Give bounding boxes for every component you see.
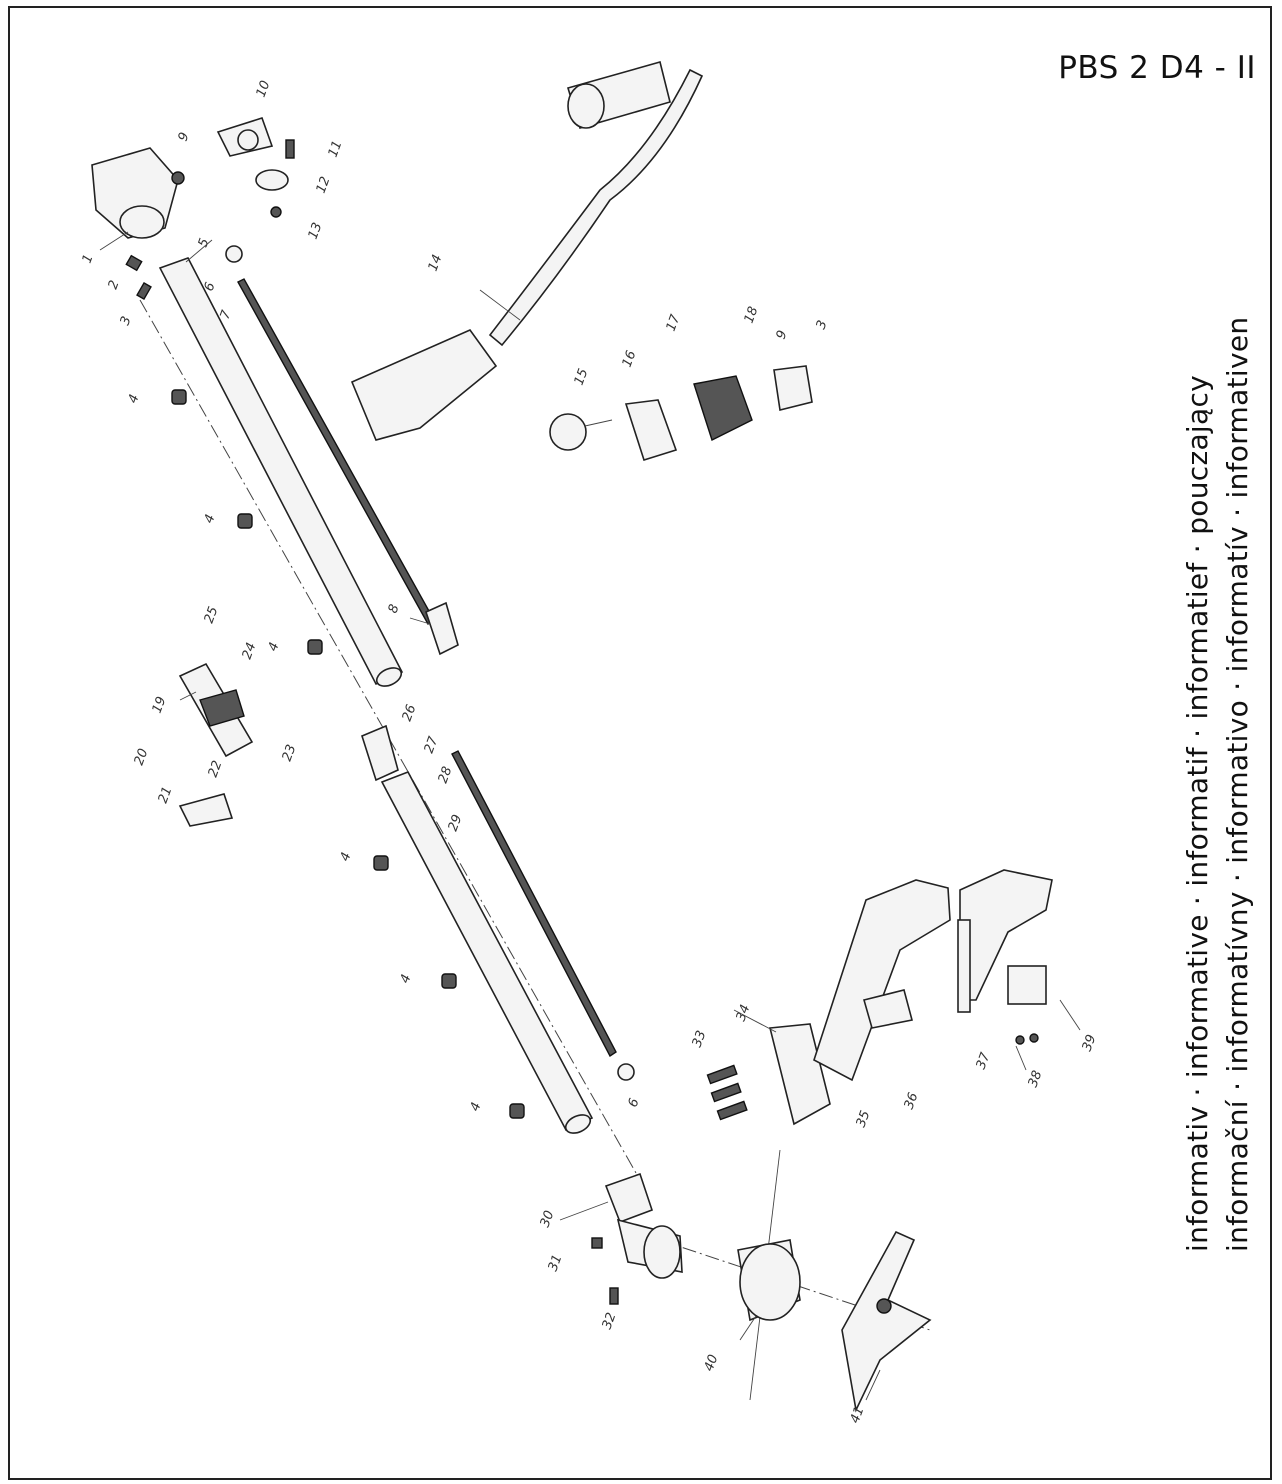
leader-lines bbox=[99, 231, 1081, 1401]
label-25: 25 bbox=[202, 605, 222, 626]
label-16: 16 bbox=[620, 349, 640, 370]
part-28-lower-tube bbox=[380, 770, 594, 1134]
label-6b: 6 bbox=[626, 1096, 643, 1109]
label-37: 37 bbox=[974, 1050, 994, 1071]
part-27-coupling bbox=[361, 724, 399, 782]
part-12-clamp-ring bbox=[255, 169, 289, 191]
label-30: 30 bbox=[538, 1209, 558, 1230]
label-31: 31 bbox=[546, 1253, 566, 1274]
part-33-bolts bbox=[706, 1064, 748, 1121]
label-32: 32 bbox=[600, 1311, 620, 1332]
label-36: 36 bbox=[902, 1091, 922, 1112]
label-23: 23 bbox=[280, 743, 300, 764]
label-40: 40 bbox=[702, 1353, 722, 1374]
label-9b: 9 bbox=[774, 328, 791, 341]
part-10-clamp bbox=[216, 117, 274, 157]
part-13-nut bbox=[270, 206, 282, 218]
label-27: 27 bbox=[422, 734, 442, 755]
label-20: 20 bbox=[132, 747, 152, 768]
label-4c: 4 bbox=[266, 640, 283, 653]
label-13: 13 bbox=[306, 221, 326, 242]
label-35: 35 bbox=[854, 1109, 874, 1130]
part-2-screw bbox=[125, 254, 143, 272]
label-21: 21 bbox=[156, 785, 176, 806]
part-19-aux-handle bbox=[178, 662, 254, 758]
label-1: 1 bbox=[80, 252, 97, 265]
part-37-guard-extension bbox=[957, 869, 1053, 1013]
part-18-switch-cover bbox=[773, 365, 813, 411]
part-17-switch bbox=[693, 375, 753, 441]
part-7-drive-shaft bbox=[237, 278, 459, 656]
part-5-upper-tube bbox=[158, 257, 404, 687]
label-22: 22 bbox=[206, 759, 226, 780]
label-4: 4 bbox=[126, 392, 143, 405]
label-18: 18 bbox=[742, 305, 762, 326]
part-35-grass-guard bbox=[813, 879, 951, 1082]
label-33: 33 bbox=[690, 1029, 710, 1050]
part-3-screw bbox=[136, 281, 152, 301]
label-24: 24 bbox=[240, 641, 260, 662]
part-number-labels: 1 2 3 4 5 6 7 8 9 10 11 12 13 14 15 16 1… bbox=[80, 79, 1100, 1426]
label-4b: 4 bbox=[202, 512, 219, 525]
label-5: 5 bbox=[196, 236, 213, 249]
part-29-lower-shaft bbox=[451, 750, 635, 1081]
label-17: 17 bbox=[664, 312, 684, 333]
label-29: 29 bbox=[446, 813, 466, 834]
label-39: 39 bbox=[1080, 1033, 1100, 1054]
label-14: 14 bbox=[426, 253, 446, 274]
label-2: 2 bbox=[106, 278, 123, 291]
part-16-bracket bbox=[624, 399, 678, 462]
label-38: 38 bbox=[1026, 1069, 1046, 1090]
label-28: 28 bbox=[436, 765, 456, 786]
part-39-line-cutter bbox=[1007, 965, 1047, 1005]
part-31-screw bbox=[591, 1237, 603, 1249]
label-34: 34 bbox=[734, 1003, 754, 1024]
part-6-washer bbox=[225, 245, 243, 263]
part-4-bushings bbox=[171, 389, 525, 1119]
part-1-engine-housing bbox=[91, 147, 185, 239]
label-12: 12 bbox=[314, 175, 334, 196]
part-15-knob bbox=[549, 413, 613, 451]
label-19: 19 bbox=[150, 695, 170, 716]
part-14-handle-bar bbox=[350, 61, 704, 441]
label-11: 11 bbox=[326, 139, 346, 160]
part-21-handle-clamp bbox=[178, 793, 234, 827]
part-30-gear-head bbox=[604, 1172, 683, 1279]
part-11-bolt bbox=[285, 139, 295, 159]
part-41-blade bbox=[841, 1230, 932, 1413]
label-3b: 3 bbox=[814, 318, 831, 331]
label-15: 15 bbox=[572, 367, 592, 388]
label-4d: 4 bbox=[338, 850, 355, 863]
label-41: 41 bbox=[848, 1405, 868, 1426]
label-4f: 4 bbox=[468, 1100, 485, 1113]
label-9: 9 bbox=[176, 130, 193, 143]
part-38-screws bbox=[1015, 1033, 1039, 1045]
label-8: 8 bbox=[386, 602, 403, 615]
label-4e: 4 bbox=[398, 972, 415, 985]
part-34-guard-bracket bbox=[768, 1023, 831, 1126]
label-10: 10 bbox=[254, 79, 274, 100]
part-32-screw bbox=[609, 1287, 619, 1305]
label-26: 26 bbox=[400, 703, 420, 724]
model-title: PBS 2 D4 - II bbox=[1058, 50, 1256, 86]
part-40-cutter-disc bbox=[737, 1149, 801, 1401]
label-3: 3 bbox=[118, 314, 135, 327]
